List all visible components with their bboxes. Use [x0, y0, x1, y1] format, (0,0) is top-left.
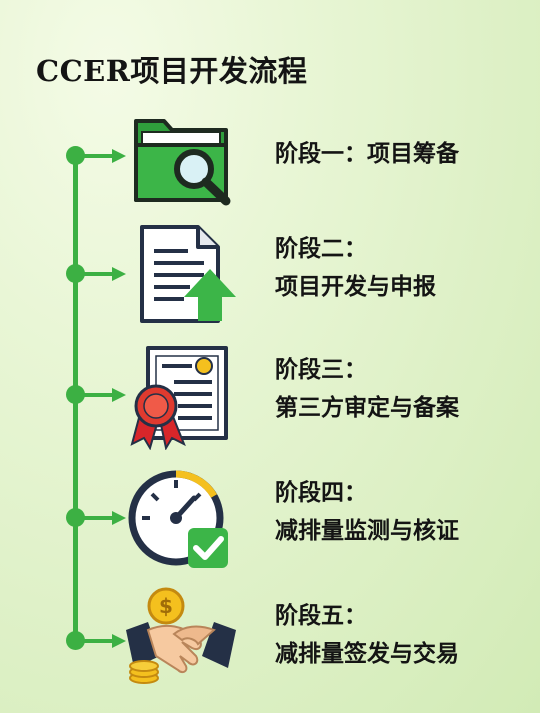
arrow-right-icon — [82, 267, 126, 281]
stage-2: 阶段二： 项目开发与申报 — [0, 216, 540, 336]
stage-label: 阶段四： 减排量监测与核证 — [275, 474, 459, 550]
gauge-check-icon — [128, 470, 228, 568]
handshake-coins-icon: $ — [126, 587, 236, 684]
stage-5: $ 阶段五： 减排量签发与交易 — [0, 583, 540, 703]
timeline-dot — [66, 264, 85, 283]
arrow-right-icon — [82, 511, 126, 525]
stage-title: 阶段四： — [275, 480, 367, 506]
timeline-dot — [66, 385, 85, 404]
certificate-ribbon-icon — [130, 346, 228, 450]
timeline-dot — [66, 508, 85, 527]
stage-title: 阶段一：项目筹备 — [275, 141, 459, 167]
arrow-right-icon — [82, 388, 126, 402]
svg-text:$: $ — [159, 594, 173, 618]
stage-label: 阶段一：项目筹备 — [275, 135, 459, 173]
stage-subtitle: 第三方审定与备案 — [275, 395, 459, 421]
folder-search-icon — [134, 119, 231, 206]
stage-title: 阶段三： — [275, 357, 367, 383]
stage-label: 阶段三： 第三方审定与备案 — [275, 351, 459, 427]
document-upload-icon — [140, 225, 236, 323]
arrow-right-icon — [82, 149, 126, 163]
timeline-dot — [66, 631, 85, 650]
stage-4: 阶段四： 减排量监测与核证 — [0, 460, 540, 580]
stage-title: 阶段二： — [275, 236, 367, 262]
stage-3: 阶段三： 第三方审定与备案 — [0, 337, 540, 457]
stage-title: 阶段五： — [275, 603, 367, 629]
stage-subtitle: 项目开发与申报 — [275, 274, 436, 300]
page-title: CCER项目开发流程 — [36, 54, 308, 88]
timeline-dot — [66, 146, 85, 165]
stage-label: 阶段五： 减排量签发与交易 — [275, 597, 459, 673]
arrow-right-icon — [82, 634, 126, 648]
stage-subtitle: 减排量签发与交易 — [275, 641, 459, 667]
stage-label: 阶段二： 项目开发与申报 — [275, 230, 436, 306]
stage-subtitle: 减排量监测与核证 — [275, 518, 459, 544]
stage-1: 阶段一：项目筹备 — [0, 98, 540, 218]
